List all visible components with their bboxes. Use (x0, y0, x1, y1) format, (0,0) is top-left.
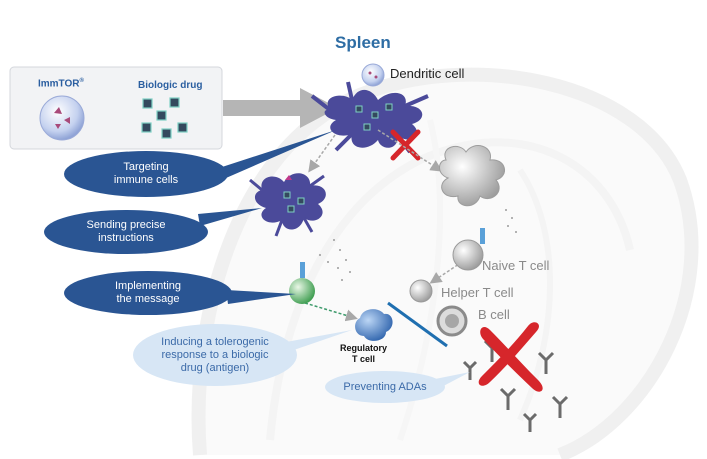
presenting-cell-icon (289, 262, 315, 304)
biologic-legend-label: Biologic drug (138, 80, 203, 91)
bubble-preventing (325, 371, 470, 403)
immtor-nanoparticle-icon (39, 95, 85, 141)
sending-bubble: Sending precise instructions (46, 210, 206, 254)
implementing-text: Implementing the message (114, 280, 182, 305)
suppression-line (387, 301, 448, 348)
sending-text: Sending precise instructions (86, 219, 166, 244)
inducing-bubble: Inducing a tolerogenic response to a bio… (135, 324, 295, 386)
b-cell-icon (436, 305, 468, 337)
b-cell-label: B cell (478, 307, 510, 322)
targeting-text: Targeting immune cells (113, 161, 179, 186)
inducing-text: Inducing a tolerogenic response to a bio… (161, 335, 269, 374)
block-cross-icon (478, 322, 543, 392)
helper-t-cell-label: Helper T cell (441, 285, 514, 300)
regulatory-t-cell-label: Regulatory T cell (340, 343, 388, 364)
inactive-dendritic-cell-icon (439, 145, 505, 207)
preventing-bubble: Preventing ADAs (325, 371, 445, 403)
immtor-nanoparticle-small (361, 63, 385, 87)
helper-t-cell-icon (409, 279, 433, 303)
targeting-bubble: Targeting immune cells (66, 152, 226, 196)
naive-t-cell-label: Naive T cell (482, 258, 550, 273)
cytokine-dots (319, 209, 517, 281)
biologic-drug-icon (141, 97, 188, 139)
immtor-legend-label: ImmTOR® (38, 78, 84, 90)
spleen-outline (191, 67, 699, 459)
bubble-inducing (133, 324, 352, 386)
implementing-bubble: Implementing the message (66, 271, 230, 315)
bubble-targeting (64, 130, 336, 197)
bubble-implementing (64, 271, 296, 315)
page-title: Spleen (335, 33, 391, 52)
bubble-sending (44, 208, 262, 254)
preventing-text: Preventing ADAs (343, 380, 427, 393)
naive-t-cell-icon (452, 228, 485, 271)
dendritic-cell-icon (249, 173, 326, 237)
dendritic-cell-label: Dendritic cell (390, 66, 465, 81)
regulatory-t-cell-icon (355, 309, 393, 341)
uptake-arrow (223, 88, 338, 128)
dendritic-cell-icon (310, 81, 429, 154)
